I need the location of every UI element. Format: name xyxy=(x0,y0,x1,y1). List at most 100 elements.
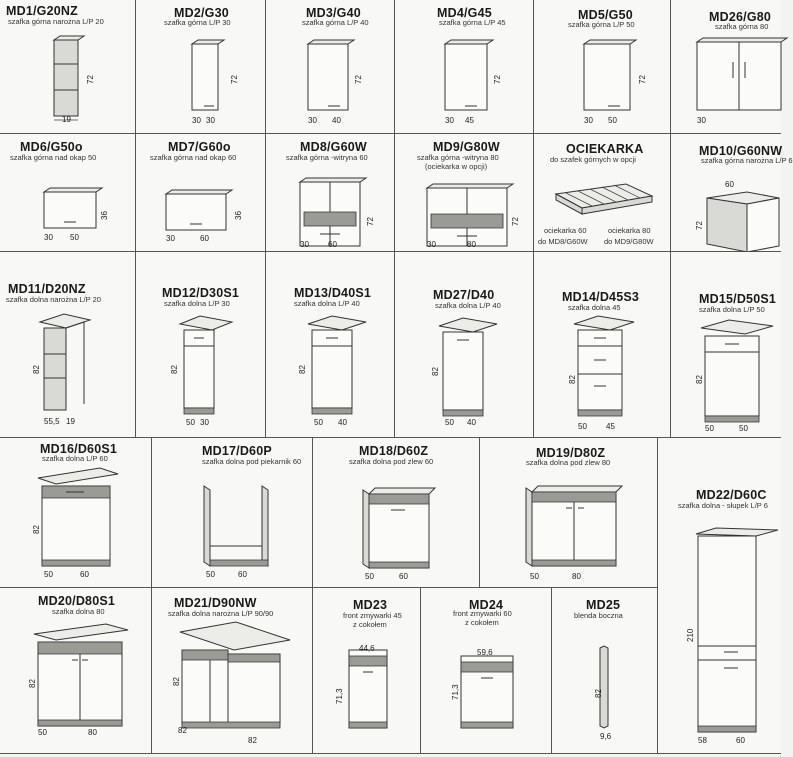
cabinet-drawing xyxy=(696,528,778,738)
dim-label: 36 xyxy=(100,211,109,220)
dim-label: 60 xyxy=(399,572,408,581)
dim-label: 45 xyxy=(465,116,474,125)
item-code: MD9/G80W xyxy=(433,140,500,154)
item-md22: MD22/D60C szafka dolna - słupek L/P 6 21… xyxy=(658,438,781,754)
item-desc: szafka górna L/P 45 xyxy=(439,18,506,27)
item-desc: szafka górna L/P 40 xyxy=(302,18,369,27)
item-md24: MD24 front zmywarki 60 z cokołem 59,6 71… xyxy=(421,588,552,754)
cabinet-drawing xyxy=(308,40,358,116)
item-code: MD25 xyxy=(586,598,621,612)
dim-label: 71,3 xyxy=(335,688,344,704)
item-desc: szafka dolna L/P 60 xyxy=(42,454,108,463)
cabinet-drawing xyxy=(38,468,118,572)
rack-note: ociekarka 60 xyxy=(544,226,587,235)
item-desc: szafka dolna 80 xyxy=(52,607,105,616)
item-md1: MD1/G20NZ szafka górna narożna L/P 20 72… xyxy=(0,0,136,134)
item-desc: szafka górna -witryna 80 xyxy=(417,153,499,162)
item-md9: MD9/G80W szafka górna -witryna 80 (ociek… xyxy=(395,134,534,252)
dim-label: 82 xyxy=(28,679,37,688)
item-md19: MD19/D80Z szafka dolna pod zlew 80 50 80 xyxy=(480,438,658,588)
item-code: MD24 xyxy=(469,598,504,612)
cabinet-drawing xyxy=(180,316,232,416)
item-md25: MD25 blenda boczna 82 9,6 xyxy=(552,588,658,754)
cabinet-drawing xyxy=(439,318,499,418)
dim-label: 80 xyxy=(467,240,476,249)
dim-label: 44,6 xyxy=(359,644,375,653)
dim-label: 82 xyxy=(170,365,179,374)
item-desc: szafka dolna L/P 30 xyxy=(164,299,230,308)
dim-label: 72 xyxy=(86,75,95,84)
cabinet-drawing xyxy=(48,36,88,122)
item-desc: szafka górna -witryna 60 xyxy=(286,153,368,162)
dim-label: 50 xyxy=(445,418,454,427)
cabinet-drawing xyxy=(584,40,642,116)
item-code: MD26/G80 xyxy=(709,10,772,24)
item-md14: MD14/D45S3 szafka dolna 45 82 50 45 xyxy=(534,252,671,438)
dim-label: 50 xyxy=(530,572,539,581)
dim-label: 30 xyxy=(192,116,201,125)
dim-label: 58 xyxy=(698,736,707,745)
dim-label: 60 xyxy=(200,234,209,243)
item-desc: szafka dolna L/P 50 xyxy=(699,305,765,314)
dim-label: 50 xyxy=(314,418,323,427)
item-code: MD23 xyxy=(353,598,388,612)
item-desc: szafka dolna pod zlew 60 xyxy=(349,457,434,466)
dim-label: 80 xyxy=(88,728,97,737)
dim-label: 72 xyxy=(230,75,239,84)
dim-label: 82 xyxy=(568,375,577,384)
item-md26: MD26/G80 szafka górna 80 30 xyxy=(671,0,781,134)
item-code: MD19/D80Z xyxy=(536,446,606,460)
cabinet-drawing xyxy=(34,624,128,730)
dim-label: 30 xyxy=(584,116,593,125)
item-code: MD6/G50o xyxy=(20,140,83,154)
item-desc-note: z cokołem xyxy=(465,618,499,627)
dim-label: 60 xyxy=(238,570,247,579)
item-code: MD5/G50 xyxy=(578,8,633,22)
item-desc: szafka górna nad okap 60 xyxy=(150,153,237,162)
dim-label: 45 xyxy=(606,422,615,431)
dim-label: 60 xyxy=(80,570,89,579)
cabinet-drawing xyxy=(574,316,636,418)
item-desc: szafka dolna narożna L/P 20 xyxy=(6,295,101,304)
item-desc: szafka dolna pod piekarnik 60 xyxy=(202,457,302,466)
item-md13: MD13/D40S1 szafka dolna L/P 40 82 50 40 xyxy=(266,252,395,438)
item-md11: MD11/D20NZ szafka dolna narożna L/P 20 8… xyxy=(0,252,136,438)
dim-label: 9,6 xyxy=(600,732,612,741)
item-code: MD10/G60NW xyxy=(699,144,783,158)
dim-label: 50 xyxy=(578,422,587,431)
item-desc: szafka górna L/P 50 xyxy=(568,20,635,29)
dim-label: 50 xyxy=(365,572,374,581)
item-desc: szafka dolna 45 xyxy=(568,303,621,312)
dim-label: 82 xyxy=(32,365,41,374)
dim-label: 30 xyxy=(44,233,53,242)
item-md23: MD23 front zmywarki 45 z cokołem 44,6 71… xyxy=(313,588,421,754)
front-drawing xyxy=(349,646,393,738)
item-desc: szafka dolna L/P 40 xyxy=(294,299,360,308)
item-desc: szafka górna 80 xyxy=(715,22,769,31)
item-code: MD3/G40 xyxy=(306,6,361,20)
item-desc: szafka górna L/P 30 xyxy=(164,18,231,27)
item-code: MD16/D60S1 xyxy=(40,442,118,456)
dim-label: 50 xyxy=(70,233,79,242)
dim-label: 82 xyxy=(32,525,41,534)
item-md27: MD27/D40 szafka dolna L/P 40 82 50 40 xyxy=(395,252,534,438)
dim-label: 30 xyxy=(697,116,706,125)
item-desc: blenda boczna xyxy=(574,611,623,620)
rack-note: do MD8/G60W xyxy=(538,237,588,246)
item-md8: MD8/G60W szafka górna -witryna 60 72 30 … xyxy=(266,134,395,252)
rack-note: do MD9/G80W xyxy=(604,237,654,246)
item-md12: MD12/D30S1 szafka dolna L/P 30 82 50 30 xyxy=(136,252,266,438)
dim-label: 30 xyxy=(200,418,209,427)
dim-label: 19 xyxy=(66,417,75,426)
item-desc: szafka górna narożna L/P 20 xyxy=(8,17,104,26)
dim-label: 82 xyxy=(594,689,603,698)
dim-label: 55,5 xyxy=(44,417,60,426)
item-code: MD21/D90NW xyxy=(174,596,257,610)
cabinet-drawing xyxy=(44,188,106,232)
cabinet-drawing xyxy=(427,184,515,250)
dim-label: 82 xyxy=(172,677,181,686)
dim-label: 80 xyxy=(572,572,581,581)
dim-label: 30 xyxy=(445,116,454,125)
item-md17: MD17/D60P szafka dolna pod piekarnik 60 … xyxy=(152,438,313,588)
